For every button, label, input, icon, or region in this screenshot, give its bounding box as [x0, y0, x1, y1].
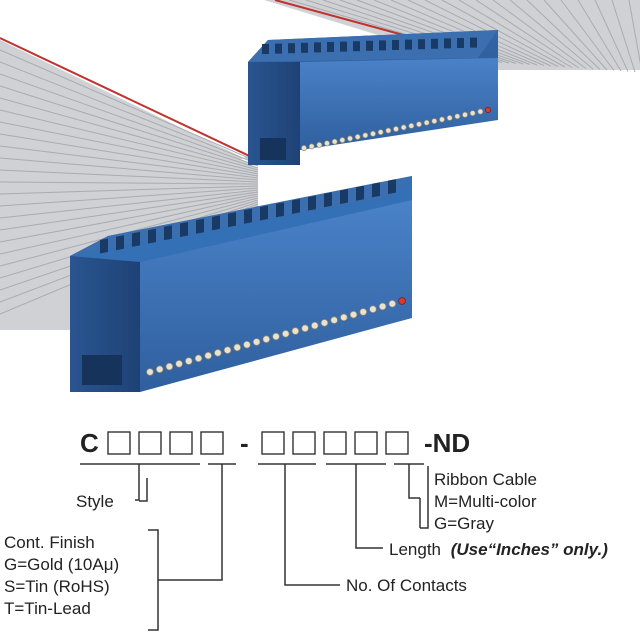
- code-group-contacts-length-cable: [261, 431, 409, 455]
- front-connector-pin: [311, 321, 319, 330]
- code-group2-box: [292, 431, 316, 455]
- front-connector-pin: [301, 324, 309, 333]
- legend-finish-tin: S=Tin (RoHS): [4, 577, 110, 596]
- code-group1-box: [138, 431, 162, 455]
- code-prefix: C: [80, 428, 99, 458]
- back-connector-pin: [423, 119, 430, 126]
- back-connector-pin: [324, 140, 330, 147]
- front-connector-pin: [155, 365, 164, 374]
- front-connector-pin: [223, 346, 232, 354]
- code-group1-box: [107, 431, 131, 455]
- code-suffix: -ND: [424, 428, 470, 458]
- back-connector-pin: [393, 126, 399, 132]
- front-connector-pin: [388, 299, 397, 308]
- back-connector-pin: [477, 108, 484, 115]
- legend-cable-multicolor: M=Multi-color: [434, 492, 537, 511]
- legend-contacts: No. Of Contacts: [346, 576, 467, 595]
- code-group1-box: [169, 431, 193, 455]
- front-connector-pin: [340, 313, 348, 322]
- back-connector-pin: [469, 110, 476, 117]
- back-connector-pin: [439, 116, 445, 123]
- back-connector-pin: [454, 113, 461, 120]
- code-group-finish-style: [107, 431, 224, 455]
- code-group2-box: [261, 431, 285, 455]
- front-connector-pin: [214, 349, 222, 357]
- back-connector-pin: [339, 137, 346, 144]
- legend-cable-gray: G=Gray: [434, 514, 494, 533]
- front-connector-pin: [252, 338, 261, 346]
- back-connector-pin: [462, 111, 468, 118]
- back-connector-pin: [308, 143, 315, 150]
- back-connector-pin: [370, 130, 376, 137]
- code-group1-box: [200, 431, 224, 455]
- front-connector-pin: [194, 354, 203, 363]
- legend-finish-tinlead: T=Tin-Lead: [4, 599, 91, 618]
- idc-connector-front: [70, 176, 412, 392]
- back-connector-pin: [362, 132, 369, 139]
- back-connector-pin: [301, 145, 307, 151]
- front-connector-pin: [175, 360, 183, 368]
- back-connector-pin: [408, 122, 415, 129]
- code-group2-box: [354, 431, 378, 455]
- code-separator: -: [240, 428, 249, 458]
- legend-length-note: (Use“Inches” only.): [451, 540, 608, 559]
- code-group2-box: [385, 431, 409, 455]
- back-connector-pin: [354, 133, 361, 140]
- idc-connector-back: [248, 30, 498, 165]
- front-connector-pin: [204, 351, 212, 360]
- front-connector-pin: [359, 308, 367, 316]
- front-connector-pin: [369, 305, 377, 313]
- front-connector-pin: [291, 327, 300, 335]
- back-connector-pin: [431, 118, 438, 125]
- back-connector-pin: [400, 124, 407, 131]
- front-connector-pin: [262, 335, 271, 343]
- code-group2-box: [323, 431, 347, 455]
- legend-leader-lines: [135, 464, 429, 631]
- front-connector-pin: [185, 357, 193, 365]
- front-connector-pin: [330, 316, 338, 324]
- front-connector-pin: [272, 332, 280, 341]
- front-connector-pin: [165, 362, 174, 371]
- back-connector-pin: [347, 135, 353, 142]
- back-connector-pin: [316, 141, 323, 148]
- front-connector-pin: [320, 319, 329, 327]
- back-connector-pin: [377, 129, 384, 136]
- back-connector-pin: [416, 121, 422, 128]
- legend-finish-gold: G=Gold (10Aμ): [4, 555, 119, 574]
- legend-length: Length (Use“Inches” only.): [389, 540, 608, 559]
- back-connector-pin1: [485, 107, 491, 113]
- front-connector-pin: [233, 343, 241, 352]
- front-connector-pin: [243, 340, 251, 349]
- back-connector-pin: [331, 138, 338, 145]
- front-connector-pin: [378, 302, 387, 311]
- legend-length-label: Length: [389, 540, 441, 559]
- back-connector-pin: [385, 127, 392, 134]
- front-connector-pin: [281, 330, 290, 338]
- back-connector-pin: [446, 114, 453, 121]
- front-connector-pin: [349, 310, 358, 319]
- front-connector-pin: [146, 368, 154, 376]
- front-connector-pin1: [398, 297, 406, 305]
- legend-cable-title: Ribbon Cable: [434, 470, 537, 489]
- legend-style: Style: [76, 492, 114, 511]
- legend-finish-title: Cont. Finish: [4, 533, 95, 552]
